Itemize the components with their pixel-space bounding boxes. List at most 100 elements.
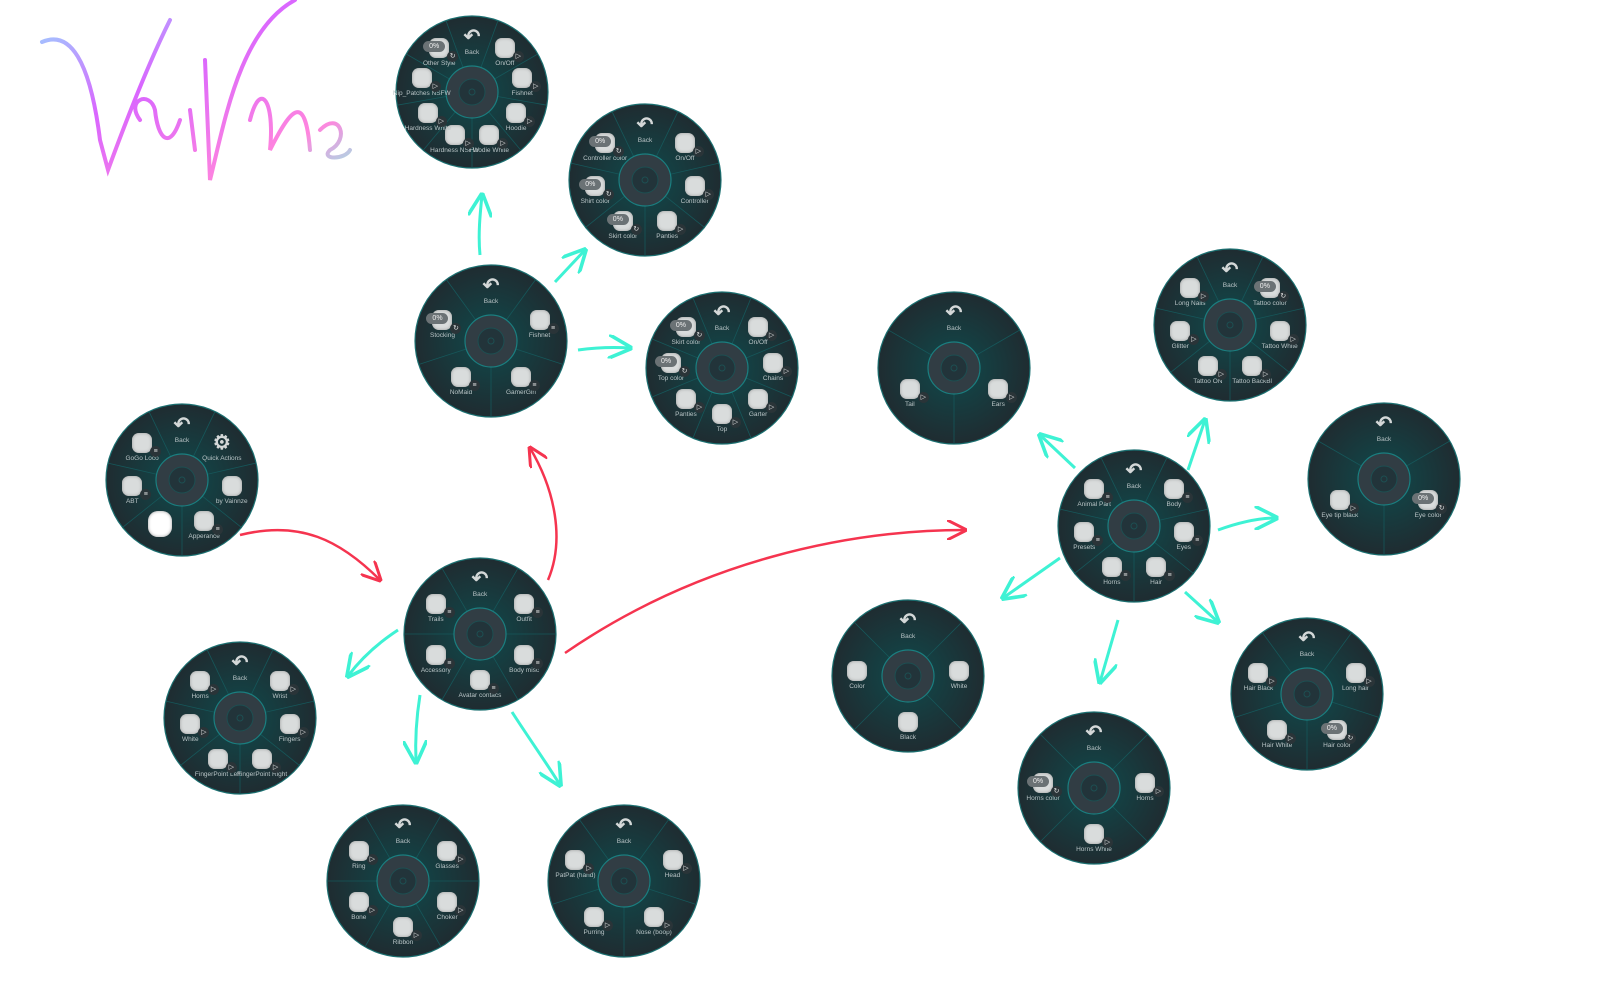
- menu-item-label: Apperance: [188, 532, 220, 540]
- menu-item-back[interactable]: ↶Back: [205, 653, 275, 683]
- menu-item-horns-white[interactable]: ▷Horns White: [1059, 824, 1129, 854]
- menu-item-horns[interactable]: ▷Horns: [165, 671, 235, 701]
- menu-item-back[interactable]: ↶Back: [1059, 723, 1129, 753]
- menu-item-fingerpoint-right[interactable]: ▷FingerPoint Right: [227, 748, 297, 779]
- menu-item-hardness-nsfw[interactable]: ▷Hardness NSFW: [420, 124, 490, 155]
- menu-item-stocking[interactable]: 0%↻Stocking: [407, 310, 477, 340]
- menu-item-back[interactable]: ↶Back: [1349, 414, 1419, 444]
- menu-item-white[interactable]: White: [924, 661, 994, 691]
- radial-value: 0%: [1253, 281, 1276, 293]
- menu-item-fishnet[interactable]: ▷Fishnet: [487, 68, 557, 98]
- menu-item-hidden[interactable]: [125, 510, 195, 538]
- menu-item-ears[interactable]: ▷Ears: [963, 378, 1033, 409]
- menu-item-horns[interactable]: ≡Horns: [1077, 556, 1147, 587]
- menu-item-back[interactable]: ↶Back: [456, 276, 526, 306]
- menu-item-horns-color[interactable]: 0%↻Horns color: [1008, 773, 1078, 803]
- menu-item-ring[interactable]: ▷Ring: [324, 840, 394, 871]
- menu-item-wrist[interactable]: ▷Wrist: [245, 671, 315, 701]
- menu-item-bone[interactable]: ▷Bone: [324, 891, 394, 922]
- item-thumbnail-icon: [847, 661, 867, 681]
- menu-item-apperance[interactable]: ≡Apperance: [169, 510, 239, 541]
- menu-item-on-off[interactable]: ▷On/Off: [723, 316, 793, 347]
- menu-item-accessory[interactable]: ≡Accessory: [401, 644, 471, 675]
- menu-item-ribbon[interactable]: ▷Ribbon: [368, 917, 438, 947]
- menu-item-label: Controller color: [583, 155, 628, 163]
- menu-item-other-style[interactable]: 0%↻Other Style: [404, 37, 474, 68]
- menu-item-hair-black[interactable]: ▷Hair Black: [1223, 663, 1293, 693]
- menu-item-back[interactable]: ↶Back: [1195, 260, 1265, 290]
- radial-menu-body-misc: ↶Back▷Wrist▷Fingers▷FingerPoint Right▷Fi…: [163, 641, 317, 795]
- menu-item-skirt-color[interactable]: 0%↻Skirt color: [588, 210, 658, 241]
- menu-item-gamergirl[interactable]: ≡GamerGirl: [486, 367, 556, 397]
- menu-item-presets[interactable]: ≡Presets: [1049, 522, 1119, 552]
- menu-item-avatar-contacs[interactable]: ≡Avatar contacs: [445, 670, 515, 700]
- menu-item-nomaid[interactable]: ≡NoMaid: [426, 367, 496, 397]
- menu-item-top-color[interactable]: 0%↻Top color: [636, 353, 706, 383]
- menu-item-shirt-color[interactable]: 0%↻Shirt color: [560, 176, 630, 206]
- menu-item-on-off[interactable]: ▷On/Off: [470, 37, 540, 68]
- menu-item-back[interactable]: ↶Back: [1099, 461, 1169, 491]
- menu-item-white[interactable]: ▷White: [155, 714, 225, 744]
- menu-item-back[interactable]: ↶Back: [687, 303, 757, 333]
- menu-item-hair[interactable]: ≡Hair: [1121, 556, 1191, 587]
- menu-item-back[interactable]: ↶Back: [919, 303, 989, 333]
- menu-item-long-nails[interactable]: ▷Long Nails: [1155, 278, 1225, 308]
- menu-item-back[interactable]: ↶Back: [147, 415, 217, 445]
- menu-item-purring[interactable]: ▷Purring: [559, 907, 629, 937]
- menu-item-color[interactable]: Color: [822, 661, 892, 691]
- menu-item-tattoo-backbl[interactable]: ▷Tattoo BackBl: [1217, 355, 1287, 386]
- menu-item-choker[interactable]: ▷Choker: [412, 891, 482, 922]
- menu-item-tail[interactable]: ▷Tail: [875, 378, 945, 409]
- menu-item-tattoo-color[interactable]: 0%↻Tattoo color: [1235, 278, 1305, 308]
- menu-item-back[interactable]: ↶Back: [610, 115, 680, 145]
- menu-item-outfit[interactable]: ≡Outfit: [489, 593, 559, 624]
- menu-item-fishnet[interactable]: ≡Fishnet: [505, 310, 575, 340]
- menu-item-panties[interactable]: ▷Panties: [651, 389, 721, 419]
- menu-item-patpat-hand-[interactable]: ▷PatPat (hand): [540, 850, 610, 880]
- menu-item-eye-tip-black[interactable]: ▷Eye tip black: [1305, 489, 1375, 520]
- menu-item-hoodie[interactable]: ▷Hoodie: [481, 102, 551, 133]
- menu-item-nip-patches-nsfw[interactable]: ▷Nip_Patches NSFW: [387, 68, 457, 98]
- menu-item-glasses[interactable]: ▷Glasses: [412, 840, 482, 871]
- menu-item-controller-color[interactable]: 0%↻Controller color: [570, 133, 640, 163]
- menu-item-long-hair[interactable]: ▷Long hair: [1321, 663, 1391, 693]
- menu-item-back[interactable]: ↶Back: [1272, 629, 1342, 659]
- menu-item-label: Avatar contacs: [458, 692, 502, 699]
- menu-item-controller[interactable]: ▷Controller: [660, 176, 730, 206]
- menu-item-abt[interactable]: ≡ABT: [97, 476, 167, 506]
- menu-item-fingerpoint-left[interactable]: ▷FingerPoint Left: [183, 748, 253, 779]
- menu-item-tattoo-white[interactable]: ▷Tattoo White: [1245, 321, 1315, 351]
- menu-item-garter[interactable]: ▷Garter: [723, 389, 793, 419]
- radial-reset-icon: ↻: [1277, 291, 1289, 303]
- menu-item-back[interactable]: ↶Back: [873, 611, 943, 641]
- menu-item-back[interactable]: ↶Back: [368, 816, 438, 846]
- menu-item-skirt-color[interactable]: 0%↻Skirt color: [651, 316, 721, 347]
- menu-item-body[interactable]: ≡Body: [1139, 479, 1209, 509]
- menu-item-nose-boop-[interactable]: ▷Nose (boop): [619, 907, 689, 937]
- menu-item-top[interactable]: ▷Top: [687, 404, 757, 434]
- menu-item-fingers[interactable]: ▷Fingers: [255, 714, 325, 744]
- menu-item-back[interactable]: ↶Back: [589, 816, 659, 846]
- menu-item-animal-part[interactable]: ≡Animal Part: [1059, 479, 1129, 509]
- menu-item-head[interactable]: ▷Head: [638, 850, 708, 880]
- menu-item-black[interactable]: Black: [873, 712, 943, 742]
- menu-item-horns[interactable]: ▷Horns: [1110, 773, 1180, 803]
- menu-item-hoodie-white[interactable]: ▷Hoodie White: [454, 124, 524, 155]
- menu-item-back[interactable]: ↶Back: [445, 569, 515, 599]
- menu-item-hair-color[interactable]: 0%↻Hair color: [1302, 720, 1372, 750]
- menu-item-by-vainnze[interactable]: by Vainnze: [197, 476, 267, 506]
- menu-item-trails[interactable]: ≡Trails: [401, 593, 471, 624]
- menu-item-glitter[interactable]: ▷Glitter: [1145, 321, 1215, 351]
- menu-item-panties[interactable]: ▷Panties: [632, 210, 702, 241]
- menu-item-hardness-white[interactable]: ▷Hardness White: [393, 102, 463, 133]
- menu-item-on-off[interactable]: ▷On/Off: [650, 133, 720, 163]
- menu-item-quick-actions[interactable]: ⚙Quick Actions: [187, 433, 257, 463]
- menu-item-hair-white[interactable]: ▷Hair White: [1242, 720, 1312, 750]
- menu-item-body-misc[interactable]: ≡Body misc: [489, 644, 559, 675]
- menu-item-eye-color[interactable]: 0%↻Eye color: [1393, 489, 1463, 520]
- menu-item-gogo-loco[interactable]: ≡GoGo Loco: [107, 433, 177, 463]
- menu-item-tattoo-on[interactable]: ▷Tattoo ON: [1173, 355, 1243, 386]
- menu-item-chains[interactable]: ▷Chains: [738, 353, 808, 383]
- menu-item-eyes[interactable]: ≡Eyes: [1149, 522, 1219, 552]
- menu-item-back[interactable]: ↶Back: [437, 27, 507, 57]
